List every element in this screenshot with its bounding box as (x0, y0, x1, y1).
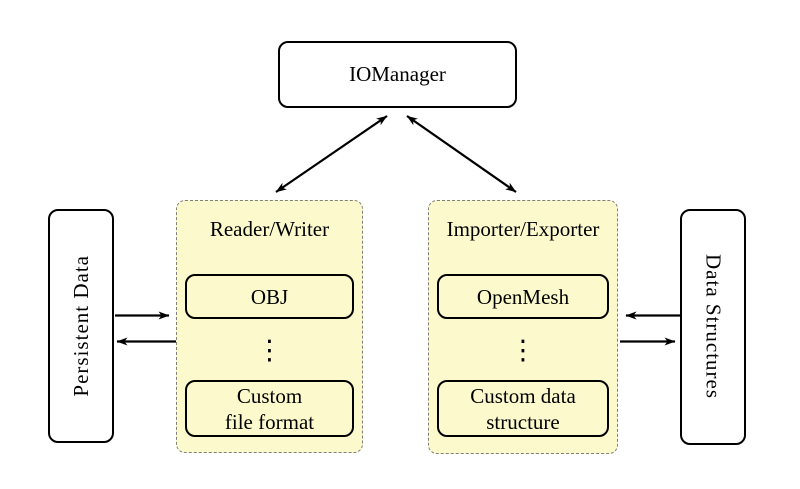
node-custom-file-format-line2: file format (224, 409, 315, 434)
vdots-icon: ⋮ (509, 335, 537, 366)
group-reader-writer: Reader/Writer OBJ ⋮ Custom file format (176, 200, 363, 453)
node-persistent-data-label: Persistent Data (68, 255, 93, 397)
node-obj-label: OBJ (250, 284, 289, 309)
node-data-structures-label: Data Structures (701, 254, 726, 400)
arrow-iomanager-readerwriter (275, 115, 388, 193)
group-importer-exporter-title: Importer/Exporter (446, 217, 600, 241)
node-custom-file-format-line1: Custom (236, 383, 303, 408)
group-importer-exporter: Importer/Exporter OpenMesh ⋮ Custom data… (428, 200, 618, 454)
node-custom-data-structure-line1: Custom data (470, 383, 576, 408)
node-obj: OBJ (185, 274, 354, 319)
group-reader-writer-title: Reader/Writer (209, 217, 330, 241)
node-openmesh: OpenMesh (437, 274, 609, 319)
node-persistent-data: Persistent Data (48, 209, 114, 443)
node-custom-data-structure-line2: structure (486, 409, 560, 434)
node-iomanager-label: IOManager (349, 62, 446, 86)
node-custom-data-structure: Custom data structure (437, 380, 609, 437)
vdots-icon: ⋮ (256, 335, 283, 366)
node-openmesh-label: OpenMesh (476, 284, 570, 309)
node-custom-file-format: Custom file format (185, 380, 354, 437)
node-data-structures: Data Structures (680, 209, 746, 445)
node-iomanager: IOManager (278, 41, 517, 108)
arrow-iomanager-importerexporter (406, 115, 517, 193)
